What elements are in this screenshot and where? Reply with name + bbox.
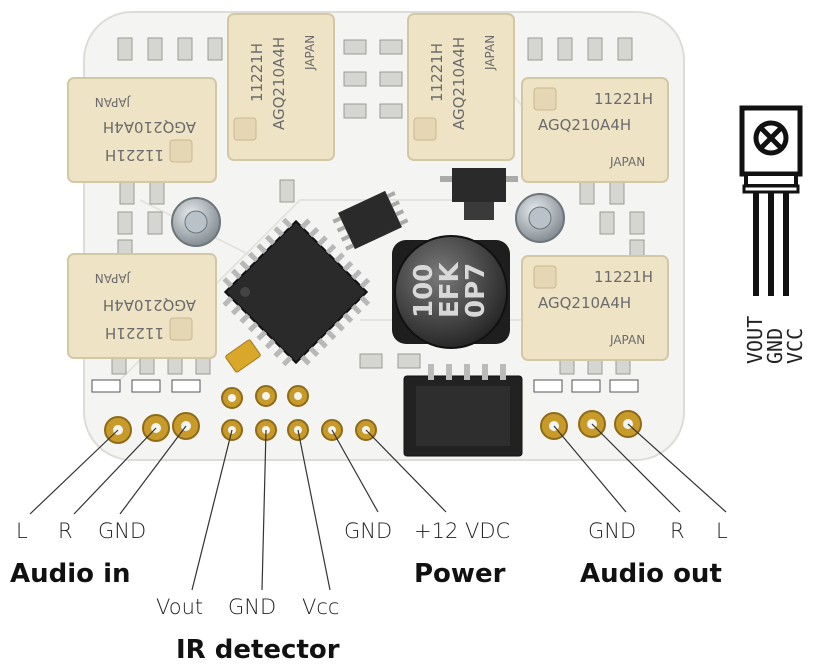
soic-chip bbox=[332, 190, 409, 251]
relay-label: JAPAN bbox=[483, 35, 497, 71]
ir-vcc-label: Vcc bbox=[302, 595, 339, 619]
relay-label: 11221H bbox=[594, 90, 653, 108]
ir-pin-gnd-label: GND bbox=[763, 328, 787, 364]
sot-chip-top bbox=[440, 168, 518, 220]
audio-in-gnd-label: GND bbox=[98, 519, 146, 543]
power-12v-label: +12 VDC bbox=[414, 519, 510, 543]
power-gnd-label: GND bbox=[344, 519, 392, 543]
relay-label: AGQ210A4H bbox=[538, 116, 631, 134]
relay-top-center: 11221H AGQ210A4H JAPAN bbox=[407, 13, 515, 161]
relay-label: JAPAN bbox=[609, 333, 645, 347]
ir-detector-group-label: IR detector bbox=[176, 635, 340, 665]
relay-label: JAPAN bbox=[609, 155, 645, 169]
relay-label: 11221H bbox=[248, 43, 266, 102]
ir-pin-vcc-label: VCC bbox=[783, 328, 807, 364]
power-group-label: Power bbox=[414, 559, 506, 589]
capacitor-label: EFK bbox=[435, 261, 465, 318]
audio-in-group-label: Audio in bbox=[10, 559, 131, 589]
relay-label: JAPAN bbox=[95, 95, 131, 109]
relay-label: AGQ210A4H bbox=[103, 296, 196, 314]
microcontroller-chip bbox=[222, 217, 371, 367]
audio-in-l-label: L bbox=[16, 519, 28, 543]
leader-lines bbox=[29, 423, 727, 591]
ir-vout-label: Vout bbox=[156, 595, 203, 619]
relay-right-lower: 11221H AGQ210A4H JAPAN bbox=[521, 255, 669, 361]
audio-out-l-label: L bbox=[716, 519, 728, 543]
relay-label: 11221H bbox=[105, 324, 164, 342]
capacitor-label: 0P7 bbox=[461, 263, 491, 318]
relay-left-lower: JAPAN AGQ210A4H 11221H bbox=[67, 253, 217, 359]
relay-label: AGQ210A4H bbox=[538, 294, 631, 312]
relay-right-upper: 11221H AGQ210A4H JAPAN bbox=[521, 77, 669, 183]
ir-pin-vout-label: VOUT bbox=[743, 316, 767, 364]
audio-out-r-label: R bbox=[670, 519, 685, 543]
capacitor: 100 EFK 0P7 bbox=[392, 235, 510, 349]
gold-component bbox=[225, 339, 261, 373]
relay-label: AGQ210A4H bbox=[270, 37, 288, 130]
relay-label: JAPAN bbox=[303, 35, 317, 71]
relay-label: JAPAN bbox=[95, 271, 131, 285]
audio-in-r-label: R bbox=[58, 519, 73, 543]
audio-out-gnd-label: GND bbox=[588, 519, 636, 543]
relay-label: 11221H bbox=[428, 43, 446, 102]
terminal-labels-pads bbox=[91, 379, 639, 393]
relay-label: 11221H bbox=[105, 146, 164, 164]
relay-label: AGQ210A4H bbox=[103, 118, 196, 136]
ir-sensor-symbol bbox=[739, 105, 803, 296]
relay-left-upper: JAPAN AGQ210A4H 11221H bbox=[67, 77, 217, 183]
screw-left bbox=[171, 197, 221, 247]
power-connector bbox=[403, 364, 523, 457]
audio-out-group-label: Audio out bbox=[580, 559, 722, 589]
capacitor-label: 100 bbox=[409, 264, 439, 318]
relay-top-left: 11221H AGQ210A4H JAPAN bbox=[227, 13, 335, 161]
ir-gnd-label: GND bbox=[228, 595, 276, 619]
relay-label: AGQ210A4H bbox=[450, 37, 468, 130]
screw-right bbox=[515, 193, 565, 243]
relay-label: 11221H bbox=[594, 268, 653, 286]
